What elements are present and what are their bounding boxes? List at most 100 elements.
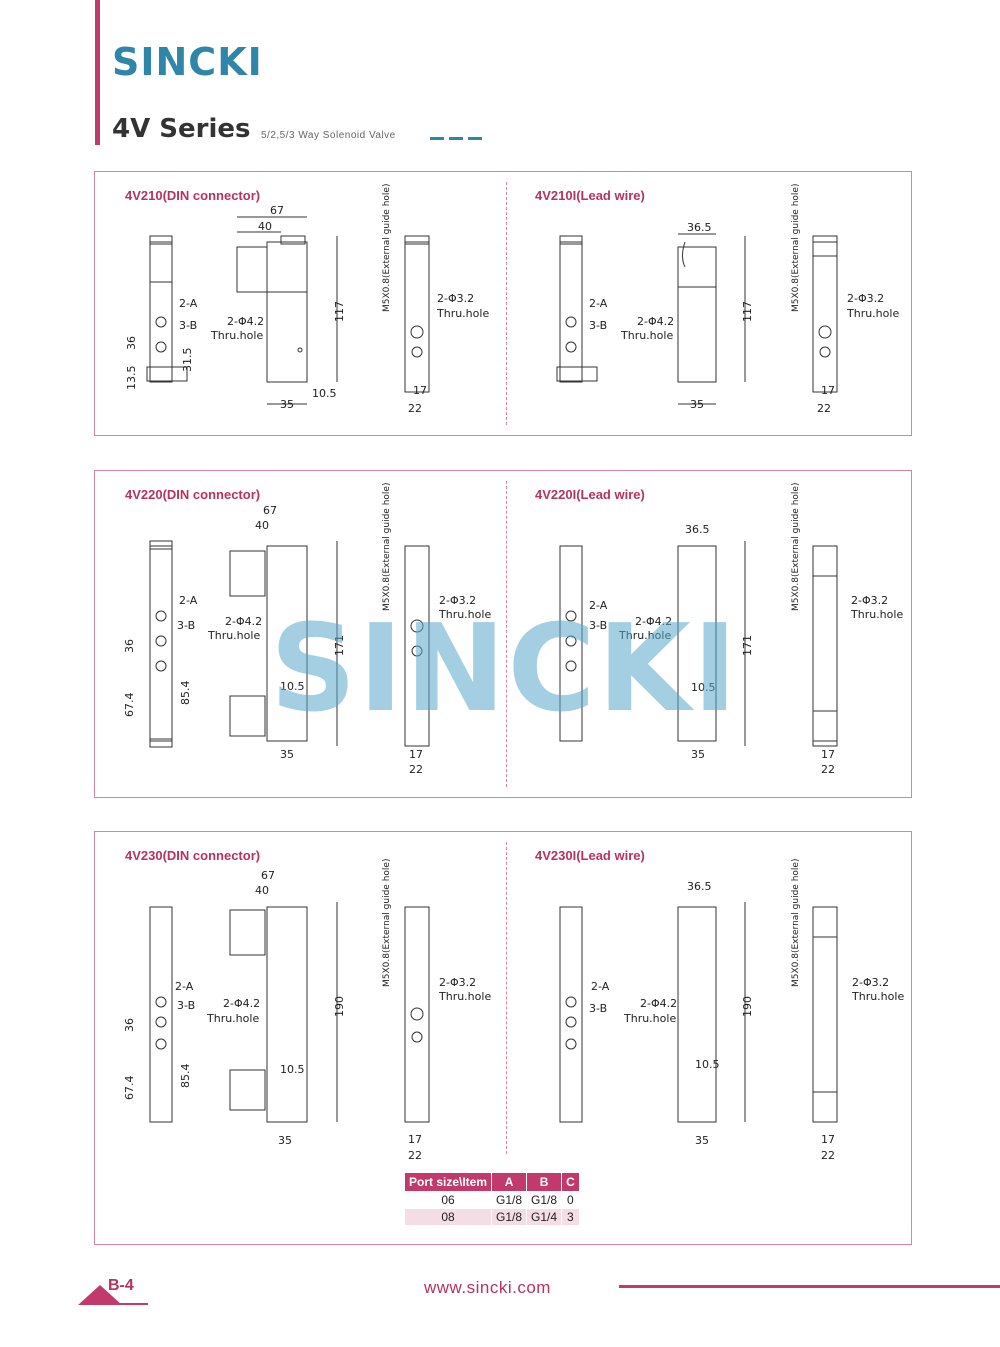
hole-label: 2-Φ3.2 — [437, 292, 474, 305]
dim-label: 17 — [821, 1133, 835, 1146]
dim-label: 40 — [255, 519, 269, 532]
dim-label: 10.5 — [280, 680, 305, 693]
dim-label: 22 — [821, 763, 835, 776]
hole-label: 2-Φ3.2 — [847, 292, 884, 305]
drawing-4v230: 67 40 35 10.5 190 2-A 3-B 2-Φ4.2 Thru.ho… — [123, 859, 904, 1162]
dim-label: 36.5 — [685, 523, 710, 536]
ext-guide-label: M5X0.8(External guide hole) — [382, 483, 392, 611]
hole-label: 2-Φ3.2 — [439, 976, 476, 989]
table-header: C — [561, 1172, 580, 1192]
panel-4v220: 4V220(DIN connector) 4V220I(Lead wire) 6… — [94, 470, 912, 798]
port-b-label: 3-B — [589, 1002, 607, 1015]
footer-line — [619, 1285, 1000, 1288]
dim-label: 31.5 — [181, 348, 194, 373]
dim-label: 36 — [123, 639, 136, 653]
port-b-label: 3-B — [179, 319, 197, 332]
port-a-label: 2-A — [179, 594, 198, 607]
hole-label: 2-Φ3.2 — [852, 976, 889, 989]
port-b-label: 3-B — [177, 619, 195, 632]
dim-label: 35 — [280, 398, 294, 411]
website-link[interactable]: www.sincki.com — [424, 1278, 551, 1297]
ext-guide-label: M5X0.8(External guide hole) — [382, 184, 392, 312]
table-header: A — [491, 1172, 528, 1192]
table-cell: 06 — [403, 1191, 493, 1209]
dim-label: 117 — [741, 301, 754, 322]
table-row: 08 G1/8 G1/4 3 — [403, 1208, 580, 1226]
panel-title-left: 4V220(DIN connector) — [125, 487, 261, 502]
dim-label: 36.5 — [687, 221, 712, 234]
watermark: SINCKI — [270, 600, 740, 739]
ext-guide-label: M5X0.8(External guide hole) — [382, 859, 392, 987]
dim-label: 40 — [255, 884, 269, 897]
series-title: 4V Series — [112, 114, 251, 144]
dim-label: 171 — [333, 635, 346, 656]
panel-title-right: 4V210I(Lead wire) — [535, 188, 645, 203]
dim-label: 67 — [263, 504, 277, 517]
header-accent-bar — [95, 0, 100, 145]
drawing-4v220: 67 40 35 10.5 171 2-A 3-B 2-Φ4.2 Thru.ho… — [123, 483, 903, 776]
port-a-label: 2-A — [591, 980, 610, 993]
thru-label: Thru.hole — [846, 307, 899, 320]
port-size-table: Port size\Item A B C 06 G1/8 G1/8 0 08 G… — [403, 1172, 580, 1226]
table-cell: 0 — [561, 1191, 580, 1209]
hole-label: 2-Φ4.2 — [225, 615, 262, 628]
series-subtitle: 5/2,5/3 Way Solenoid Valve — [261, 130, 396, 141]
ext-guide-label: M5X0.8(External guide hole) — [791, 483, 801, 611]
dim-label: 17 — [413, 384, 427, 397]
dim-label: 35 — [690, 398, 704, 411]
dim-label: 190 — [741, 996, 754, 1017]
dim-label: 10.5 — [695, 1058, 720, 1071]
dim-label: 22 — [408, 1149, 422, 1162]
hole-label: 2-Φ4.2 — [223, 997, 260, 1010]
table-cell: 08 — [403, 1208, 493, 1226]
dim-label: 171 — [741, 635, 754, 656]
dim-label: 22 — [821, 1149, 835, 1162]
panel-title-right: 4V230I(Lead wire) — [535, 848, 645, 863]
ext-guide-label: M5X0.8(External guide hole) — [791, 184, 801, 312]
table-cell: G1/8 — [491, 1208, 528, 1226]
port-a-label: 2-A — [589, 297, 608, 310]
port-b-label: 3-B — [177, 999, 195, 1012]
panel-divider — [506, 842, 507, 1154]
dim-label: 22 — [817, 402, 831, 415]
thru-label: Thru.hole — [206, 1012, 259, 1025]
ext-guide-label: M5X0.8(External guide hole) — [791, 859, 801, 987]
thru-label: Thru.hole — [620, 329, 673, 342]
port-b-label: 3-B — [589, 319, 607, 332]
table-cell: 3 — [561, 1208, 580, 1226]
drawing-4v210: 67 40 35 10.5 117 2-A 3-B 2-Φ4.2 Thru.ho… — [125, 184, 899, 415]
dim-label: 67 — [261, 869, 275, 882]
thru-label: Thru.hole — [438, 608, 491, 621]
port-a-label: 2-A — [589, 599, 608, 612]
dim-label: 10.5 — [280, 1063, 305, 1076]
dim-label: 10.5 — [312, 387, 337, 400]
dim-label: 17 — [409, 748, 423, 761]
thru-label: Thru.hole — [438, 990, 491, 1003]
panel-4v210: 4V210(DIN connector) 4V210I(Lead wire) — [94, 171, 912, 436]
dim-label: 35 — [691, 748, 705, 761]
page-number: B-4 — [108, 1277, 134, 1294]
dim-label: 85.4 — [179, 1064, 192, 1089]
brand-logo: SINCKI — [112, 40, 263, 84]
dim-label: 36 — [125, 336, 138, 350]
dim-label: 117 — [333, 301, 346, 322]
title-dashes — [430, 137, 482, 140]
dim-label: 67.4 — [123, 693, 136, 718]
table-header: B — [526, 1172, 563, 1192]
panel-4v230: 4V230(DIN connector) 4V230I(Lead wire) 6… — [94, 831, 912, 1245]
thru-label: Thru.hole — [851, 990, 904, 1003]
table-cell: G1/8 — [491, 1191, 528, 1209]
panel-divider — [506, 182, 507, 425]
dim-label: 40 — [258, 220, 272, 233]
dim-label: 22 — [409, 763, 423, 776]
dim-label: 190 — [333, 996, 346, 1017]
footer-line — [100, 1303, 148, 1305]
panel-divider — [506, 481, 507, 787]
hole-label: 2-Φ3.2 — [439, 594, 476, 607]
panel-title-left: 4V230(DIN connector) — [125, 848, 261, 863]
dim-label: 35 — [278, 1134, 292, 1147]
thru-label: Thru.hole — [207, 629, 260, 642]
dim-label: 17 — [821, 748, 835, 761]
panel-title-right: 4V220I(Lead wire) — [535, 487, 645, 502]
port-b-label: 3-B — [589, 619, 607, 632]
